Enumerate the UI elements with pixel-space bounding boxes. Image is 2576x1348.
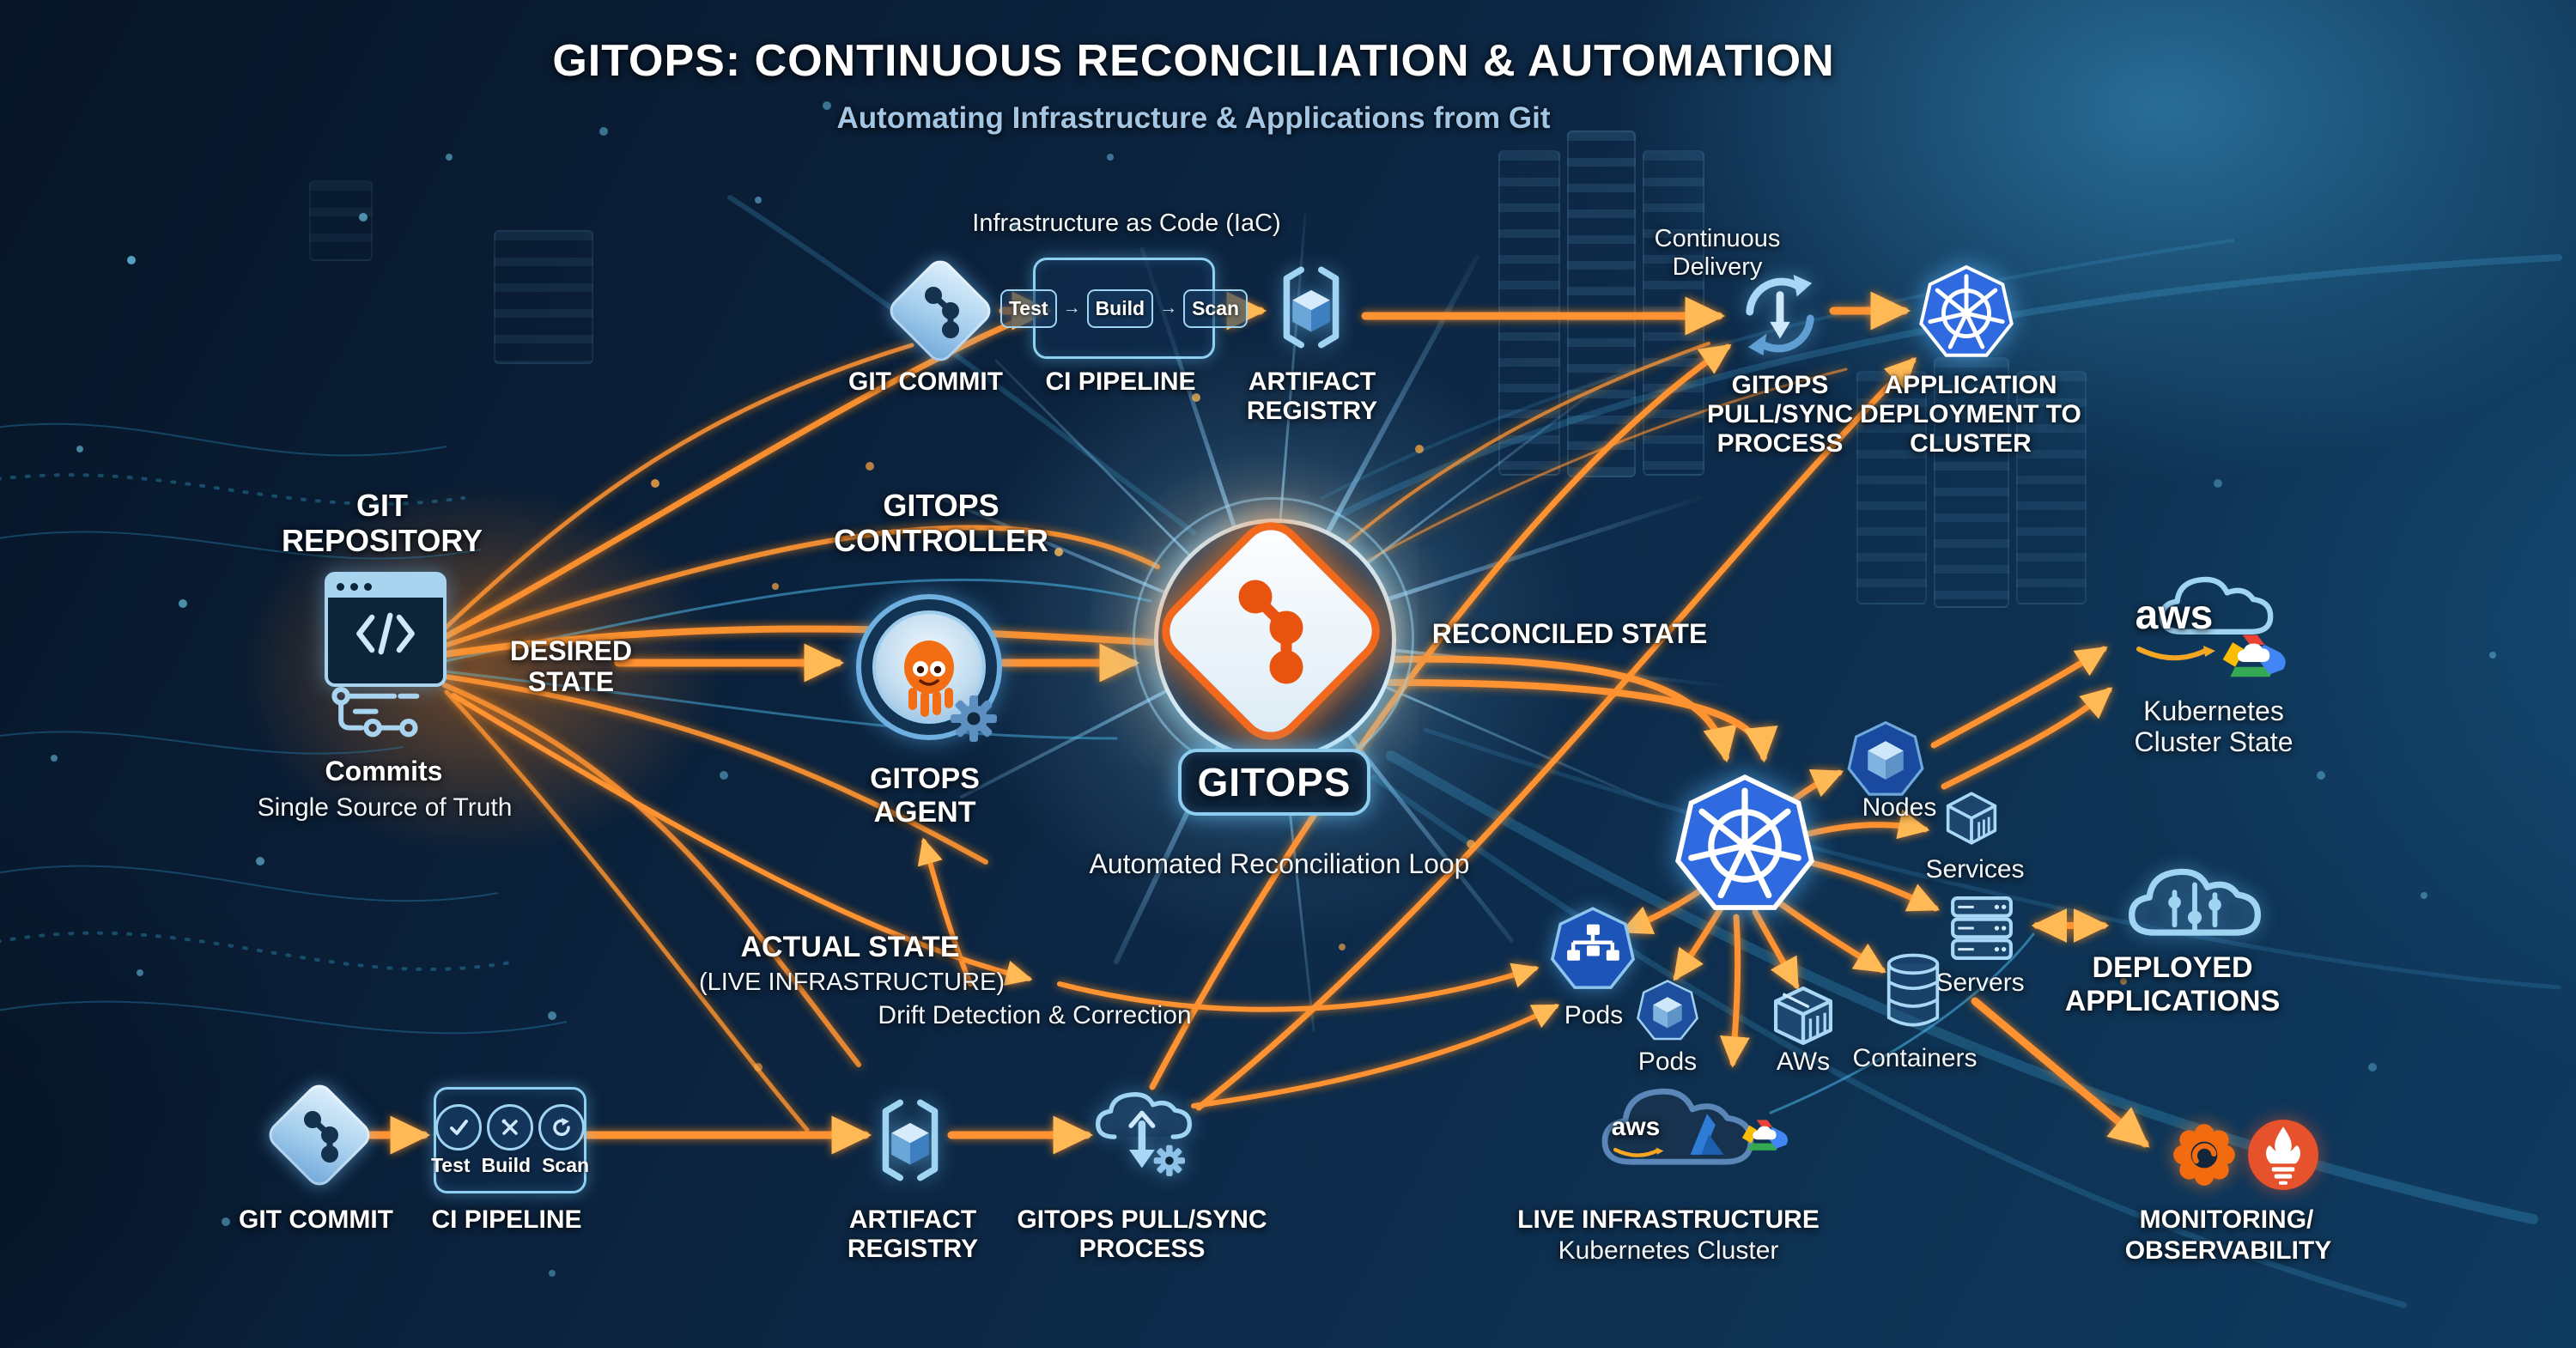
- scan-icon: [538, 1103, 585, 1151]
- deployed-apps-label: DEPLOYED APPLICATIONS: [2064, 951, 2281, 1017]
- git-logo-diamond: [1158, 519, 1383, 744]
- actual-state-label: ACTUAL STATE: [740, 931, 960, 963]
- aws-logo-cluster-state: aws: [2135, 592, 2214, 638]
- gitops-agent-label: GITOPS AGENT: [870, 762, 980, 829]
- gitops-agent-ring: [856, 594, 1002, 740]
- git-commit-icon-top: [884, 254, 997, 367]
- ci-pipeline-box-bottom: Test Build Scan: [430, 1087, 590, 1193]
- gitops-controller-title: GITOPS CONTROLLER: [834, 488, 1048, 559]
- nodes-label: Nodes: [1862, 793, 1937, 822]
- deployed-apps-cloud-icon: [2129, 868, 2261, 936]
- cluster-state-label: Kubernetes Cluster State: [2134, 695, 2293, 758]
- gcp-logo: [2222, 635, 2286, 677]
- desired-state-label: DESIRED STATE: [509, 635, 633, 698]
- monitoring-label: MONITORING/: [2139, 1205, 2314, 1234]
- pull-sync-label-top: GITOPS PULL/SYNC PROCESS: [1706, 371, 1853, 458]
- check-icon: [435, 1103, 482, 1151]
- backdrop-server-rack: [2016, 371, 2087, 604]
- grafana-icon: [2173, 1124, 2235, 1186]
- actual-state-sub-label: (LIVE INFRASTRUCTURE): [698, 968, 1005, 996]
- ci-step-build-bottom: Build: [481, 1153, 532, 1176]
- observability-label: OBSERVABILITY: [2124, 1236, 2332, 1265]
- arrow-right-icon: →: [1062, 298, 1081, 318]
- pods-tree-icon: [1550, 907, 1636, 989]
- artifact-registry-label-top: ARTIFACT REGISTRY: [1246, 367, 1378, 426]
- kubernetes-icon-deploy: [1919, 264, 2014, 357]
- page-subtitle: Automating Infrastructure & Applications…: [836, 101, 1551, 135]
- prometheus-icon: [2248, 1120, 2318, 1190]
- gear-icon-agent: [951, 695, 997, 742]
- arrow-right-icon: →: [1159, 298, 1178, 318]
- reconciled-state-label: RECONCILED STATE: [1431, 618, 1708, 649]
- pull-sync-label-bottom: GITOPS PULL/SYNC PROCESS: [1017, 1205, 1267, 1264]
- containers-label: Containers: [1852, 1044, 1978, 1072]
- backdrop-server-rack: [1934, 357, 2009, 608]
- pods-cube-label: Pods: [1637, 1047, 1698, 1076]
- source-of-truth-label: Single Source of Truth: [257, 793, 513, 822]
- azure-logo: [1690, 1114, 1724, 1155]
- live-infra-sub-label: Kubernetes Cluster: [1558, 1236, 1779, 1265]
- artifact-registry-icon-bottom: [882, 1099, 939, 1181]
- kubernetes-hub-icon: [1675, 774, 1814, 910]
- backdrop-code-window: [309, 180, 373, 261]
- iac-label: Infrastructure as Code (IaC): [972, 209, 1281, 237]
- ci-pipeline-box-top: Test → Build → Scan: [999, 258, 1249, 359]
- gcp-logo-live-infra: [1741, 1120, 1789, 1151]
- git-repository-title: GIT REPOSITORY: [281, 488, 483, 559]
- app-deployment-label: APPLICATION DEPLOYMENT TO CLUSTER: [1860, 371, 2081, 458]
- containers-icon: [1886, 953, 1940, 1027]
- ci-pipeline-label-bottom: CI PIPELINE: [431, 1205, 582, 1234]
- git-commit-label-bottom: GIT COMMIT: [239, 1205, 393, 1234]
- reconciliation-loop-label: Automated Reconciliation Loop: [1089, 848, 1470, 879]
- particles-orange: [0, 0, 5, 5]
- commit-graph-icon: [331, 687, 420, 738]
- aws-logo-live-infra: aws: [1611, 1113, 1661, 1141]
- servers-icon: [1951, 896, 2013, 960]
- octopus-agent-icon: [872, 610, 986, 724]
- git-commit-label-top: GIT COMMIT: [848, 367, 1003, 396]
- repo-window-bar: [328, 575, 443, 598]
- ci-pipeline-label-top: CI PIPELINE: [1045, 367, 1196, 396]
- live-infra-label: LIVE INFRASTRUCTURE: [1517, 1205, 1820, 1234]
- commits-label: Commits: [325, 756, 443, 786]
- gitops-badge: GITOPS: [1178, 749, 1370, 816]
- git-repository-icon: [325, 572, 447, 687]
- build-icon: [487, 1103, 533, 1151]
- ci-step-test-bottom: Test: [430, 1153, 471, 1176]
- cloud-icon-cluster-state: [2159, 576, 2274, 635]
- continuous-delivery-label: Continuous Delivery: [1654, 225, 1781, 282]
- artifact-registry-icon-top: [1283, 266, 1340, 349]
- artifact-registry-label-bottom: ARTIFACT REGISTRY: [847, 1205, 979, 1264]
- ci-step-test: Test: [999, 288, 1057, 328]
- ci-step-scan-bottom: Scan: [542, 1153, 590, 1176]
- aws-box-label: AWs: [1776, 1047, 1831, 1076]
- backdrop-code-window: [494, 230, 593, 364]
- aws-smile-icon-live: [1613, 1147, 1664, 1157]
- services-icon: [1946, 792, 1997, 845]
- drift-detection-label: Drift Detection & Correction: [878, 1001, 1192, 1029]
- page-title: GITOPS: CONTINUOUS RECONCILIATION & AUTO…: [552, 36, 1835, 86]
- code-icon: [356, 612, 415, 655]
- sync-icon: [1746, 274, 1814, 356]
- ci-step-scan: Scan: [1183, 288, 1249, 328]
- pods-tree-label: Pods: [1564, 1001, 1624, 1029]
- pull-sync-cloud-icon: [1096, 1092, 1192, 1176]
- ci-step-build: Build: [1086, 288, 1154, 328]
- nodes-icon: [1847, 720, 1924, 796]
- pods-cube-icon: [1637, 980, 1698, 1041]
- aws-box-icon: [1773, 986, 1833, 1046]
- servers-label: Servers: [1935, 968, 2025, 997]
- aws-smile-icon: [2136, 646, 2215, 661]
- services-label: Services: [1925, 855, 2025, 883]
- git-commit-icon-bottom: [263, 1078, 376, 1192]
